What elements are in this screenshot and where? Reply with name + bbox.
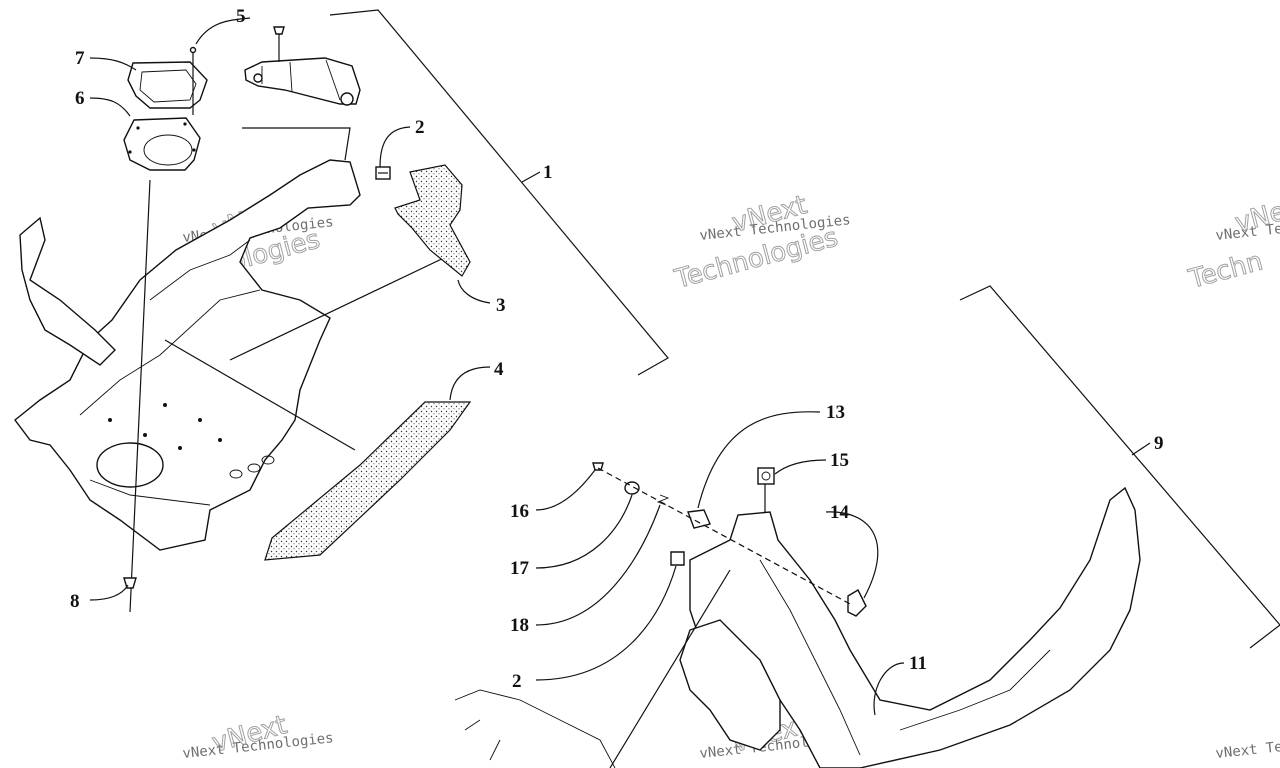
callout-4: 4 xyxy=(494,359,504,380)
callout-2-lower: 2 xyxy=(512,671,522,692)
callout-18: 18 xyxy=(510,615,529,636)
bracket-assembly-1 xyxy=(329,9,669,376)
callout-17: 17 xyxy=(510,558,530,579)
callout-8: 8 xyxy=(70,591,80,612)
watermark-company-partial: vNext Te xyxy=(1215,739,1280,762)
callout-9: 9 xyxy=(1154,433,1164,454)
bolt-16-icon xyxy=(592,462,604,471)
bracket-assembly-9 xyxy=(959,285,1280,649)
callout-7: 7 xyxy=(75,48,85,69)
callout-13: 13 xyxy=(826,402,845,423)
leader-lines xyxy=(89,17,1151,768)
nut-15-icon xyxy=(757,467,775,485)
foam-strip-4 xyxy=(264,401,472,561)
callout-1: 1 xyxy=(543,162,553,183)
lower-panel-assembly xyxy=(454,486,1141,768)
front-panel-assembly xyxy=(14,159,451,551)
callout-2-top: 2 xyxy=(415,117,425,138)
callout-labels: 5 7 6 8 2 1 3 4 13 15 14 9 16 17 18 2 11 xyxy=(70,6,1164,692)
nut-5-icon xyxy=(189,46,197,54)
gasket-plate-7 xyxy=(127,61,208,109)
clip-2-lower-icon xyxy=(670,551,685,566)
spacer-13-icon xyxy=(687,509,711,529)
knob-14-icon xyxy=(847,589,867,617)
watermark-word-partial: Techn xyxy=(1185,246,1266,295)
screw-top-icon xyxy=(273,26,285,62)
fastener-hardware xyxy=(592,462,867,617)
callout-11: 11 xyxy=(909,653,927,674)
mount-plate-6 xyxy=(123,117,201,171)
callout-16: 16 xyxy=(510,501,529,522)
clip-2-icon xyxy=(375,166,391,180)
assembly-brackets xyxy=(329,9,1280,649)
spring-clip-18-icon xyxy=(656,494,670,506)
foam-pad-3 xyxy=(394,164,471,277)
callout-6: 6 xyxy=(75,88,85,109)
callout-5: 5 xyxy=(236,6,246,27)
watermark-company-partial: vNext Te xyxy=(1215,221,1280,244)
rivet-8-icon xyxy=(123,179,151,613)
callout-3: 3 xyxy=(496,295,506,316)
callout-15: 15 xyxy=(830,450,849,471)
hinge-bracket xyxy=(242,57,361,161)
callout-14: 14 xyxy=(830,502,850,523)
